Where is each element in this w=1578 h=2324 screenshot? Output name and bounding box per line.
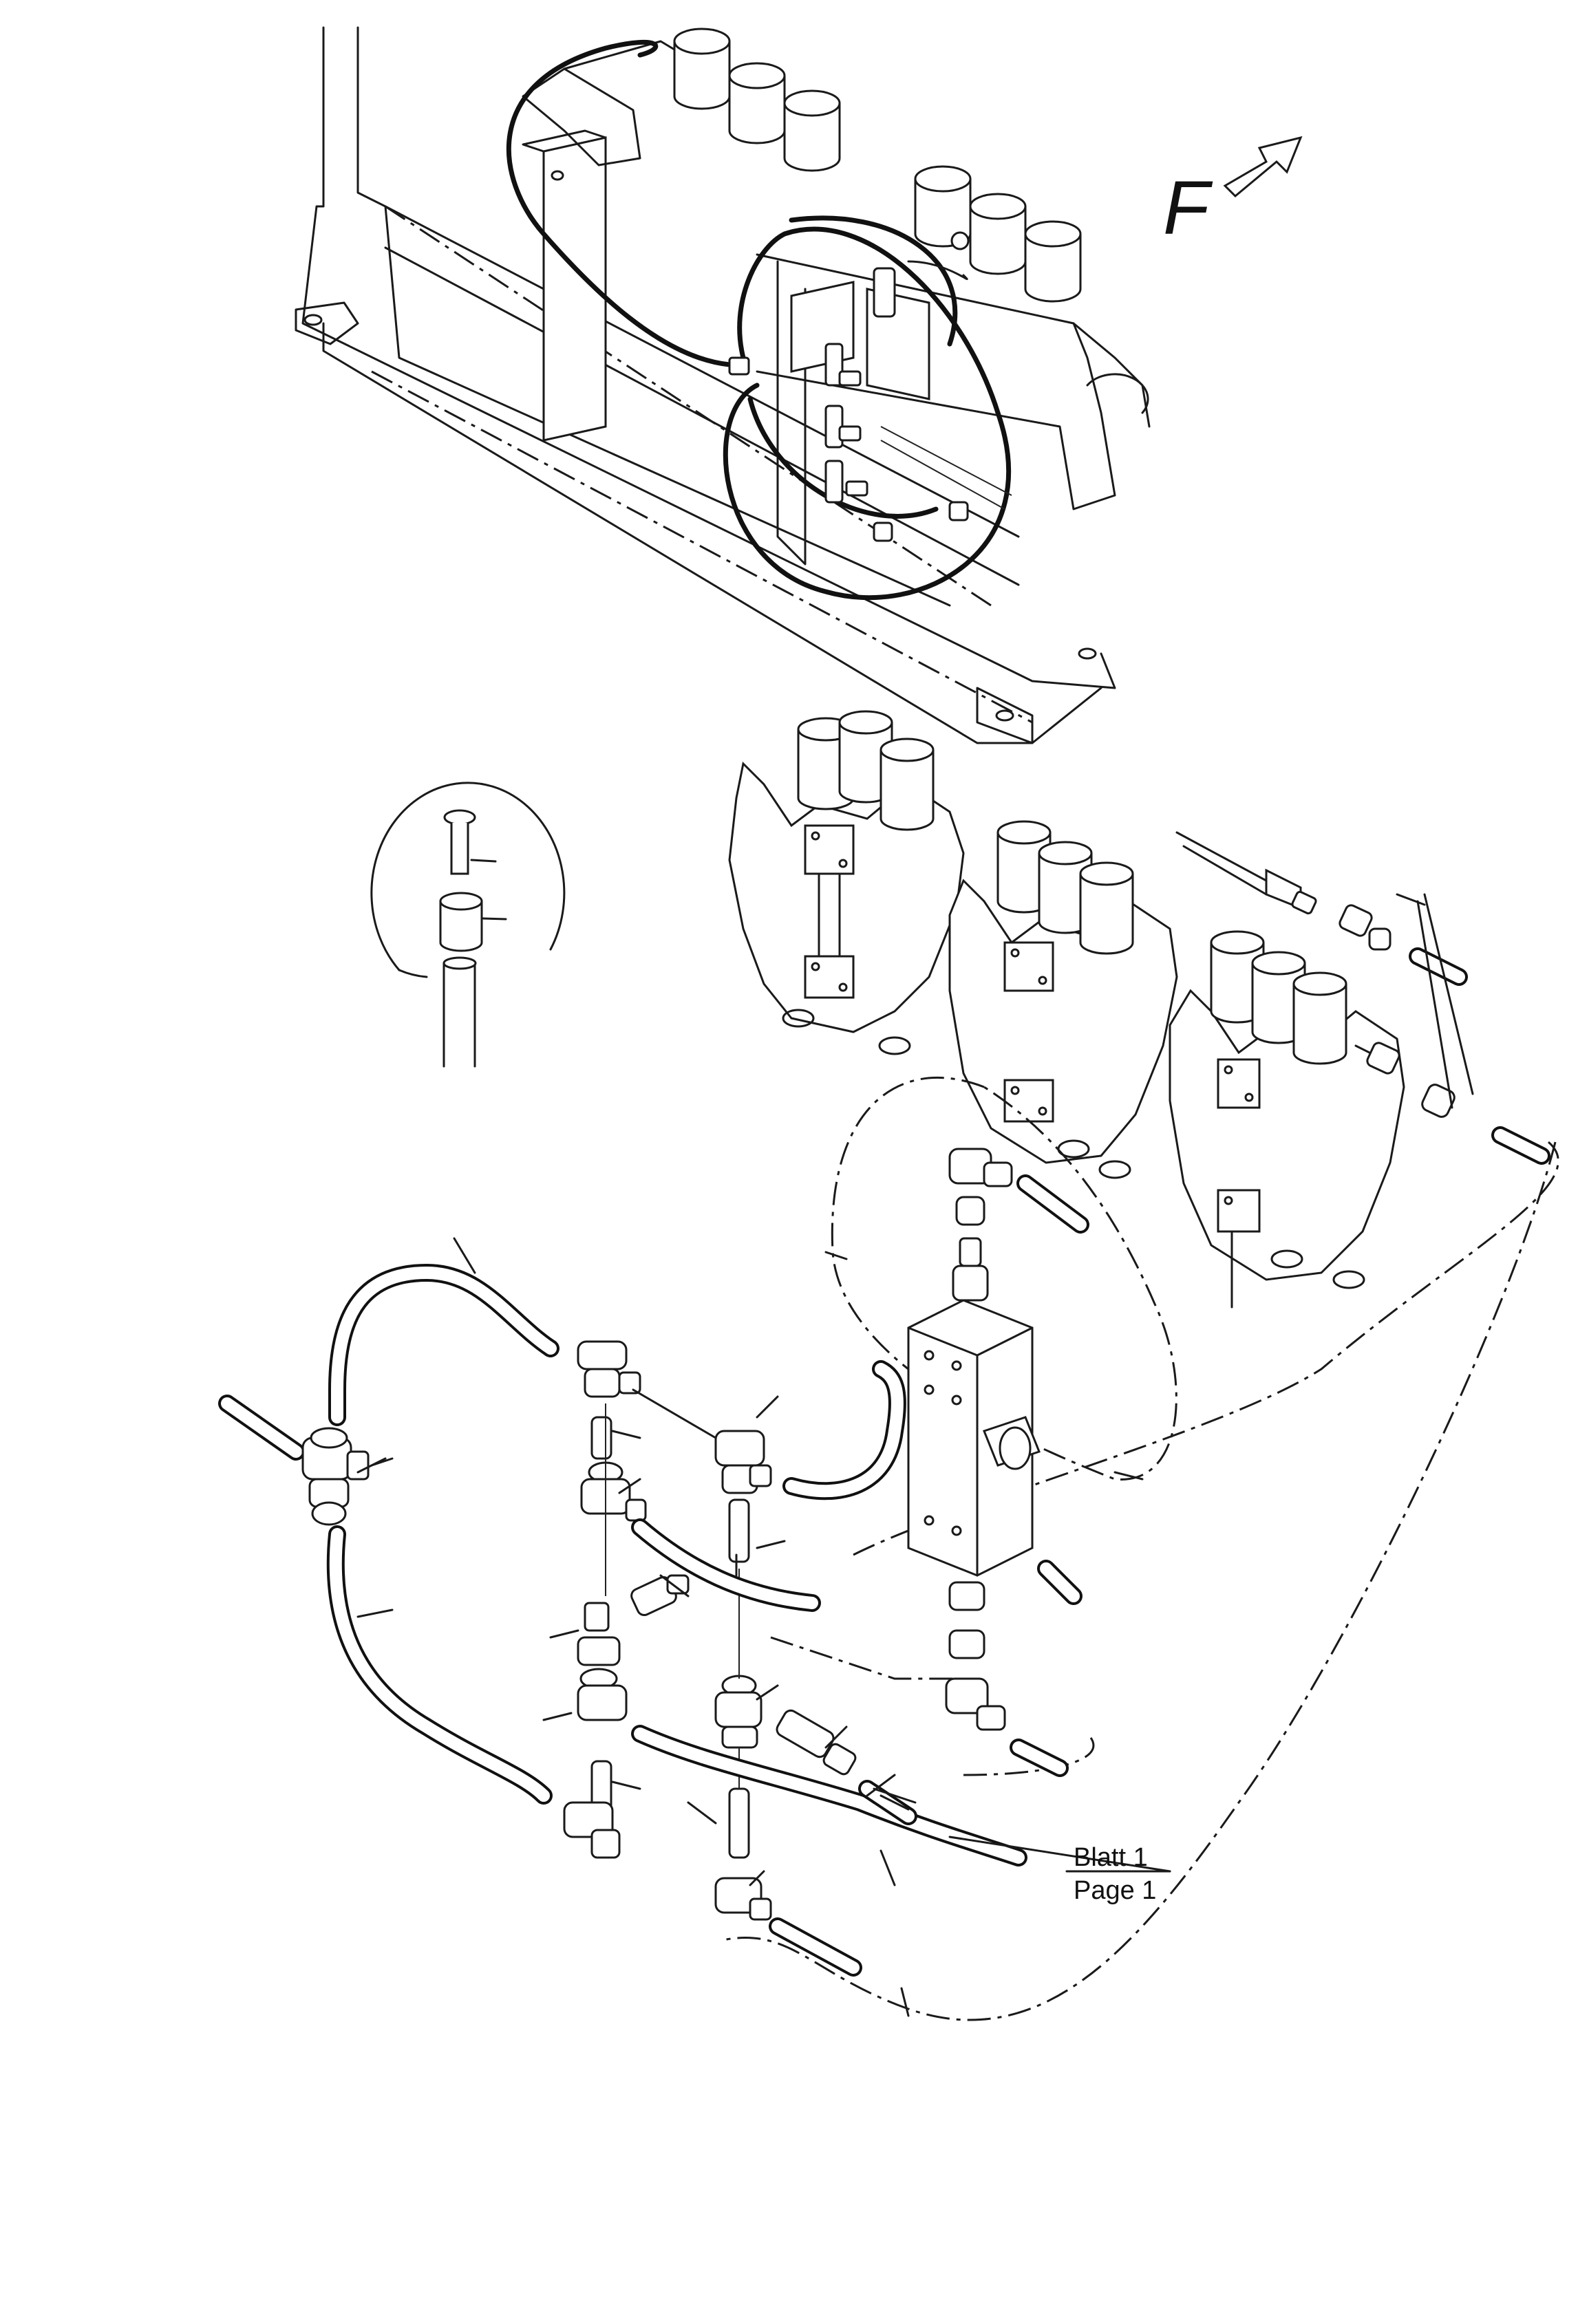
- valve-fittings: [728, 267, 969, 542]
- direction-marker: F: [1163, 136, 1303, 250]
- pressure-valve-block: [907, 1148, 1089, 1731]
- quick-coupling: [776, 1709, 917, 1825]
- direction-letter: F: [1163, 166, 1213, 250]
- control-valve-1: [728, 710, 965, 1055]
- arrow-icon: [1223, 136, 1303, 198]
- fitting-column-1: [563, 1340, 647, 1859]
- leader-lines: [356, 1237, 1144, 2017]
- frame-assembly: [295, 26, 1151, 744]
- control-valve-stack: [728, 710, 1550, 1309]
- fitting-column-2: [714, 1430, 772, 1921]
- page-reference-line1: Blatt 1: [1074, 1843, 1148, 1872]
- hydraulic-line-assembly: Blatt 1 Page 1: [218, 1076, 1559, 2021]
- control-valve-2: [948, 820, 1178, 1179]
- page-reference-line2: Page 1: [1074, 1876, 1156, 1905]
- tee-fitting-left: [301, 1427, 394, 1526]
- angle-fitting: [630, 1574, 690, 1617]
- detail-inset: [370, 782, 566, 1068]
- control-valve-3: [1169, 930, 1405, 1309]
- right-side-fittings: [1175, 831, 1550, 1165]
- rear-valve-spools: [673, 28, 1082, 303]
- page-reference: Blatt 1 Page 1: [948, 1836, 1171, 1905]
